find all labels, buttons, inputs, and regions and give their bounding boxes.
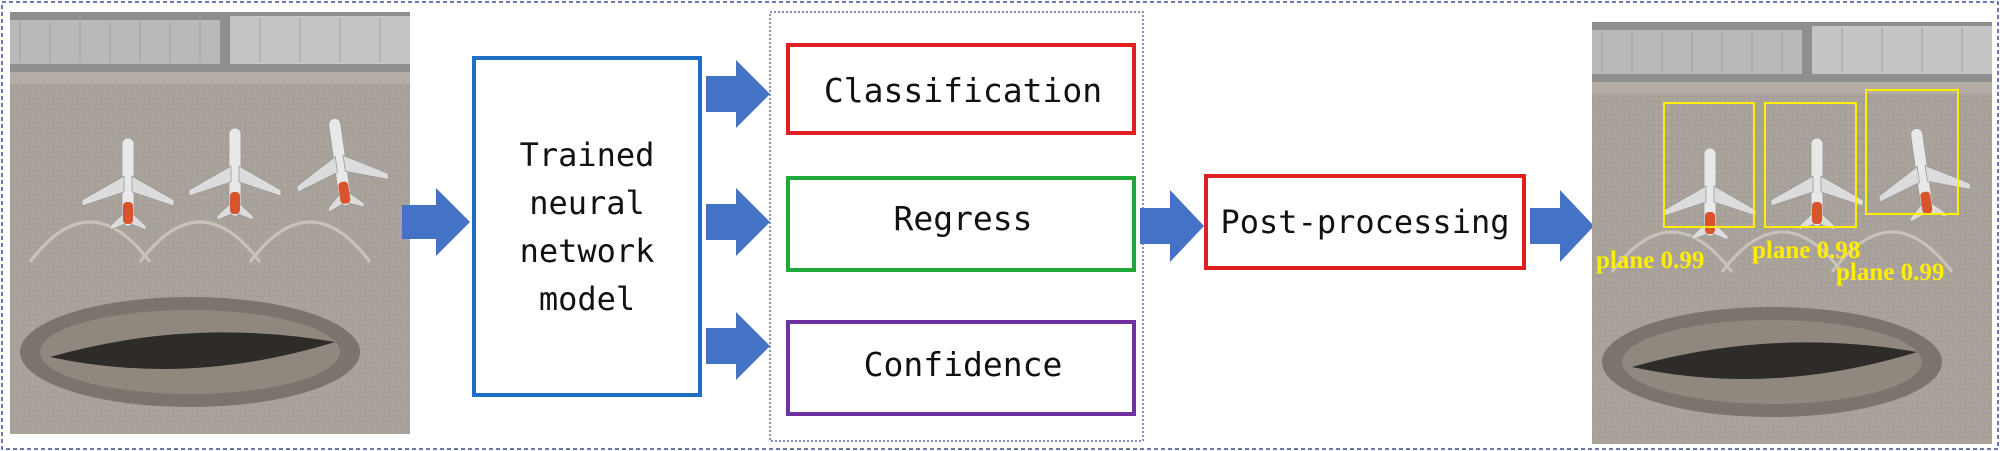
classification-box [786, 43, 1136, 135]
arrow-model-to-confidence [706, 312, 770, 380]
regress-box [786, 176, 1136, 272]
confidence-box [786, 320, 1136, 416]
detection-box-2 [1764, 102, 1857, 228]
detection-box-3 [1865, 89, 1959, 215]
arrow-model-to-classification [706, 60, 770, 128]
model-label-line-2: neural [529, 184, 645, 222]
model-label-line-4: model [539, 280, 635, 318]
model-label-line-1: Trained [520, 136, 655, 174]
output-satellite-image [1592, 22, 1992, 444]
detection-box-1 [1663, 102, 1755, 228]
arrow-model-to-regress [706, 188, 770, 256]
post-processing-box [1204, 174, 1526, 270]
model-label-line-3: network [520, 232, 655, 270]
post-processing-label: Post-processing [1221, 203, 1510, 241]
confidence-label: Confidence [864, 345, 1063, 384]
detection-label-1: plane 0.99 [1596, 247, 1704, 274]
arrow-input-to-model [402, 188, 470, 256]
input-satellite-image [10, 12, 410, 434]
arrow-to-post-processing [1140, 190, 1204, 262]
detection-label-3: plane 0.99 [1836, 259, 1944, 286]
detection-label-2: plane 0.98 [1752, 237, 1860, 264]
arrow-to-output-image [1530, 190, 1594, 262]
regress-label: Regress [893, 199, 1032, 238]
classification-label: Classification [824, 71, 1102, 110]
outputs-group-frame [769, 11, 1144, 442]
model-box [472, 56, 702, 397]
